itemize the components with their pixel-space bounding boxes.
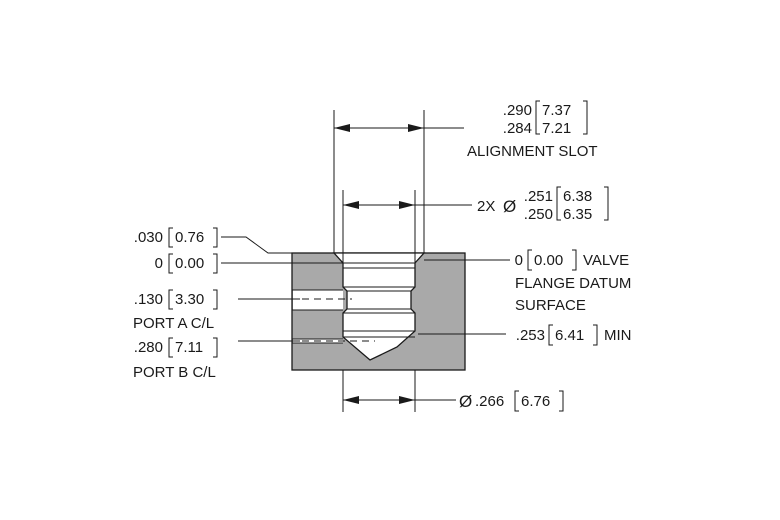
outer-diameter-dimension: Ø .266 6.76 <box>343 390 564 412</box>
arrow-head <box>399 396 415 404</box>
datum-label-line1: VALVE <box>583 252 629 269</box>
outer-diameter-inch: .266 <box>475 393 504 410</box>
bore-diameter-dimension: 2X Ø .251 6.38 .250 6.35 <box>343 186 609 223</box>
depth-suffix: MIN <box>604 327 632 344</box>
bracket <box>168 289 173 310</box>
port-a-inch: .130 <box>134 291 163 308</box>
bracket <box>593 324 598 346</box>
port-b-inch: .280 <box>134 339 163 356</box>
valve-datum-dimension: 0 0.00 VALVE FLANGE DATUM SURFACE <box>424 249 631 314</box>
bracket <box>514 390 519 412</box>
zero-left-dimension: 0 0.00 <box>155 253 343 274</box>
port-a-label: PORT A C/L <box>133 315 214 332</box>
bracket <box>583 100 588 135</box>
bracket <box>527 249 532 271</box>
chamfer-inch: .030 <box>134 229 163 246</box>
diameter-symbol: Ø <box>459 392 472 411</box>
datum-mm: 0.00 <box>534 252 563 269</box>
arrow-head <box>343 396 359 404</box>
bracket <box>168 227 173 248</box>
port-b-mm: 7.11 <box>175 339 203 356</box>
depth-dimension: .253 6.41 MIN <box>418 324 632 346</box>
outer-diameter-mm: 6.76 <box>521 393 550 410</box>
bracket <box>213 337 218 358</box>
bore-prefix: 2X <box>477 198 495 215</box>
bracket <box>604 186 609 221</box>
bore-upper-mm: 6.38 <box>563 188 592 205</box>
bracket <box>559 390 564 412</box>
bracket <box>213 227 218 248</box>
bore-upper-inch: .251 <box>524 188 553 205</box>
arrow-head <box>343 201 359 209</box>
bracket <box>168 337 173 358</box>
port-b-dimension: .280 7.11 PORT B C/L <box>133 337 375 381</box>
port-b-label: PORT B C/L <box>133 364 216 381</box>
leader-line <box>221 236 292 254</box>
slot-lower-inch: .284 <box>503 120 532 137</box>
bracket <box>572 249 577 271</box>
zero-left-mm: 0.00 <box>175 255 204 272</box>
chamfer-dimension: .030 0.76 <box>134 227 292 254</box>
port-a-mm: 3.30 <box>175 291 204 308</box>
diameter-symbol: Ø <box>503 197 516 216</box>
extension-lines <box>333 110 425 412</box>
datum-inch: 0 <box>515 252 523 269</box>
bracket <box>213 289 218 310</box>
bracket <box>213 253 218 274</box>
arrow-head <box>334 124 350 132</box>
bracket <box>535 100 540 135</box>
cavity-bore <box>332 252 426 361</box>
bracket <box>548 324 553 346</box>
slot-upper-inch: .290 <box>503 102 532 119</box>
datum-label-line3: SURFACE <box>515 297 586 314</box>
zero-left-inch: 0 <box>155 255 163 272</box>
slot-upper-mm: 7.37 <box>542 102 571 119</box>
part-body <box>291 252 466 371</box>
alignment-slot-label: ALIGNMENT SLOT <box>467 143 598 160</box>
bracket <box>556 186 561 221</box>
depth-inch: .253 <box>516 327 545 344</box>
chamfer-mm: 0.76 <box>175 229 204 246</box>
port-a-channel <box>293 290 343 310</box>
depth-mm: 6.41 <box>555 327 584 344</box>
datum-label-line2: FLANGE DATUM <box>515 275 631 292</box>
slot-lower-mm: 7.21 <box>542 120 571 137</box>
bracket <box>168 253 173 274</box>
bore-lower-inch: .250 <box>524 206 553 223</box>
alignment-slot-dimension: .290 7.37 .284 7.21 ALIGNMENT SLOT <box>334 100 598 160</box>
arrow-head <box>408 124 424 132</box>
bore-lower-mm: 6.35 <box>563 206 592 223</box>
port-a-dimension: .130 3.30 PORT A C/L <box>133 289 352 332</box>
arrow-head <box>399 201 415 209</box>
